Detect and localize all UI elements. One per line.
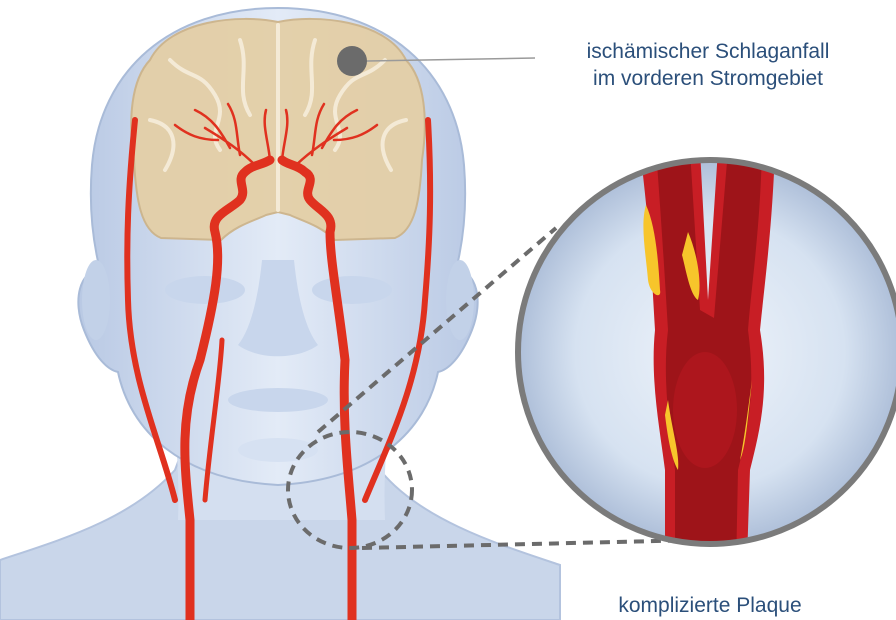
left-ear <box>82 260 110 340</box>
stroke-label-line2: im vorderen Stromgebiet <box>520 65 896 92</box>
stroke-label-line1: ischämischer Schlaganfall <box>520 38 896 65</box>
plaque-label: komplizierte Plaque <box>560 592 860 619</box>
stroke-label: ischämischer Schlaganfall im vorderen St… <box>520 38 896 92</box>
stroke-marker <box>337 46 367 76</box>
right-ear <box>446 260 474 340</box>
